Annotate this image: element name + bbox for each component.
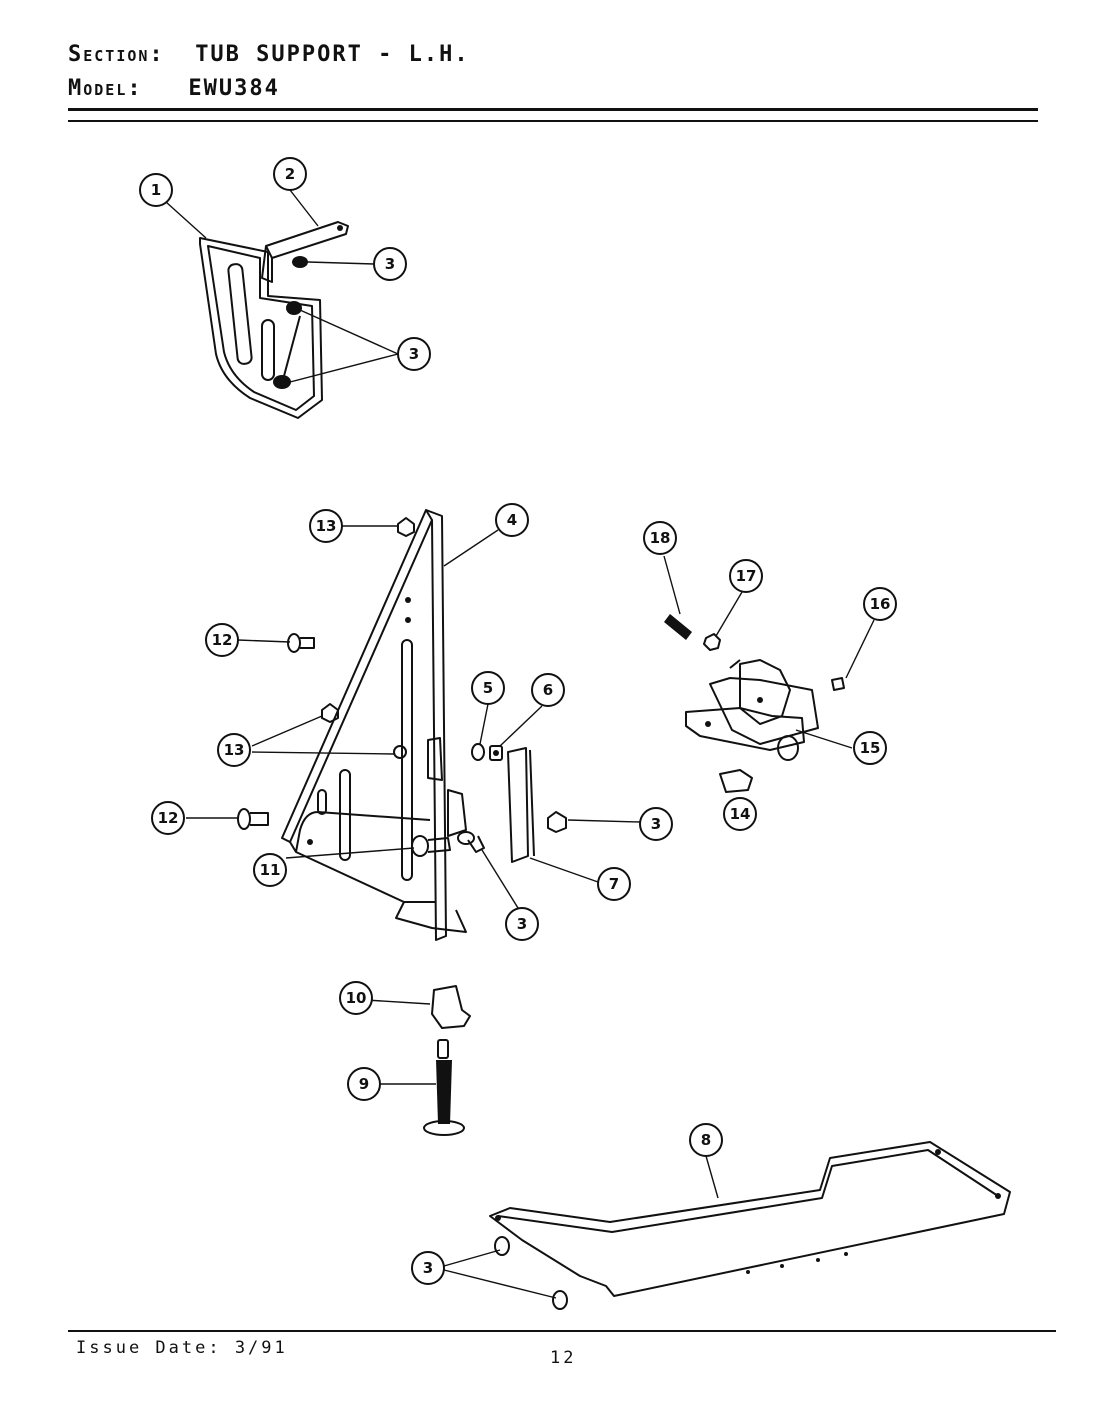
- part-13-nuts: [321, 517, 415, 759]
- callout-1: 1: [139, 173, 173, 207]
- callout-18-label: 18: [650, 529, 671, 547]
- part-16-screw: [831, 677, 845, 691]
- callout-3d-label: 3: [517, 915, 527, 933]
- callout-5-label: 5: [483, 679, 493, 697]
- header-rule-thin: [68, 120, 1038, 122]
- callout-16-label: 16: [870, 595, 891, 613]
- callout-3e-label: 3: [423, 1259, 433, 1277]
- callout-15: 15: [853, 731, 887, 765]
- footer-rule: [68, 1330, 1056, 1332]
- part-3-screws-base: [494, 1236, 568, 1310]
- part-3-screws-mid: [457, 811, 567, 853]
- callout-13b-label: 13: [224, 741, 245, 759]
- section-header: Section: TUB SUPPORT - L.H.: [68, 42, 470, 67]
- header-rule-thick: [68, 108, 1038, 111]
- part-1-bracket: [199, 237, 323, 419]
- part-6-clip: [489, 745, 503, 761]
- callout-6-label: 6: [543, 681, 553, 699]
- callout-3d: 3: [505, 907, 539, 941]
- callout-1-label: 1: [151, 181, 161, 199]
- part-18-spring: [664, 614, 692, 640]
- part-12-bolts: [237, 633, 315, 830]
- section-value: TUB SUPPORT - L.H.: [195, 42, 470, 67]
- part-2-strap: [261, 221, 349, 283]
- callout-10-label: 10: [346, 989, 367, 1007]
- part-9-leveling-leg: [423, 1039, 465, 1136]
- model-header: Model: EWU384: [68, 76, 280, 101]
- part-14-knob: [719, 769, 753, 793]
- callout-12a-label: 12: [212, 631, 233, 649]
- callout-2: 2: [273, 157, 307, 191]
- callout-8-label: 8: [701, 1131, 711, 1149]
- callout-10: 10: [339, 981, 373, 1015]
- callout-13a: 13: [309, 509, 343, 543]
- callout-6: 6: [531, 673, 565, 707]
- callout-13b: 13: [217, 733, 251, 767]
- callout-7-label: 7: [609, 875, 619, 893]
- part-10-block: [431, 985, 471, 1029]
- callout-16: 16: [863, 587, 897, 621]
- model-value: EWU384: [188, 76, 280, 101]
- callout-4-label: 4: [507, 511, 517, 529]
- callout-9: 9: [347, 1067, 381, 1101]
- callout-17-label: 17: [736, 567, 757, 585]
- callout-17: 17: [729, 559, 763, 593]
- callout-2-label: 2: [285, 165, 295, 183]
- part-15-switch: [685, 659, 819, 761]
- callout-12b: 12: [151, 801, 185, 835]
- callout-4: 4: [495, 503, 529, 537]
- callout-12b-label: 12: [158, 809, 179, 827]
- issue-date: Issue Date: 3/91: [76, 1338, 288, 1358]
- part-11-pin: [411, 835, 451, 857]
- callout-3c: 3: [639, 807, 673, 841]
- part-17-nut: [703, 633, 721, 651]
- part-7-plate: [507, 747, 535, 863]
- callout-8: 8: [689, 1123, 723, 1157]
- callout-15-label: 15: [860, 739, 881, 757]
- callout-18: 18: [643, 521, 677, 555]
- part-3-screws-top: [273, 256, 308, 389]
- callout-12a: 12: [205, 623, 239, 657]
- callout-14: 14: [723, 797, 757, 831]
- callout-3e: 3: [411, 1251, 445, 1285]
- page-number: 12: [550, 1348, 577, 1368]
- callout-3a: 3: [373, 247, 407, 281]
- callout-11: 11: [253, 853, 287, 887]
- callout-3c-label: 3: [651, 815, 661, 833]
- part-5-washer: [471, 743, 485, 761]
- leader-lines: [165, 189, 875, 1299]
- part-8-base-plate: [489, 1141, 1011, 1297]
- callout-3b: 3: [397, 337, 431, 371]
- callout-7: 7: [597, 867, 631, 901]
- model-key: Model:: [68, 76, 143, 101]
- callout-9-label: 9: [359, 1075, 369, 1093]
- callout-14-label: 14: [730, 805, 751, 823]
- callout-11-label: 11: [260, 861, 281, 879]
- part-4-frame: [281, 509, 467, 941]
- callout-3b-label: 3: [409, 345, 419, 363]
- callout-5: 5: [471, 671, 505, 705]
- callout-3a-label: 3: [385, 255, 395, 273]
- callout-13a-label: 13: [316, 517, 337, 535]
- section-key: Section:: [68, 42, 165, 67]
